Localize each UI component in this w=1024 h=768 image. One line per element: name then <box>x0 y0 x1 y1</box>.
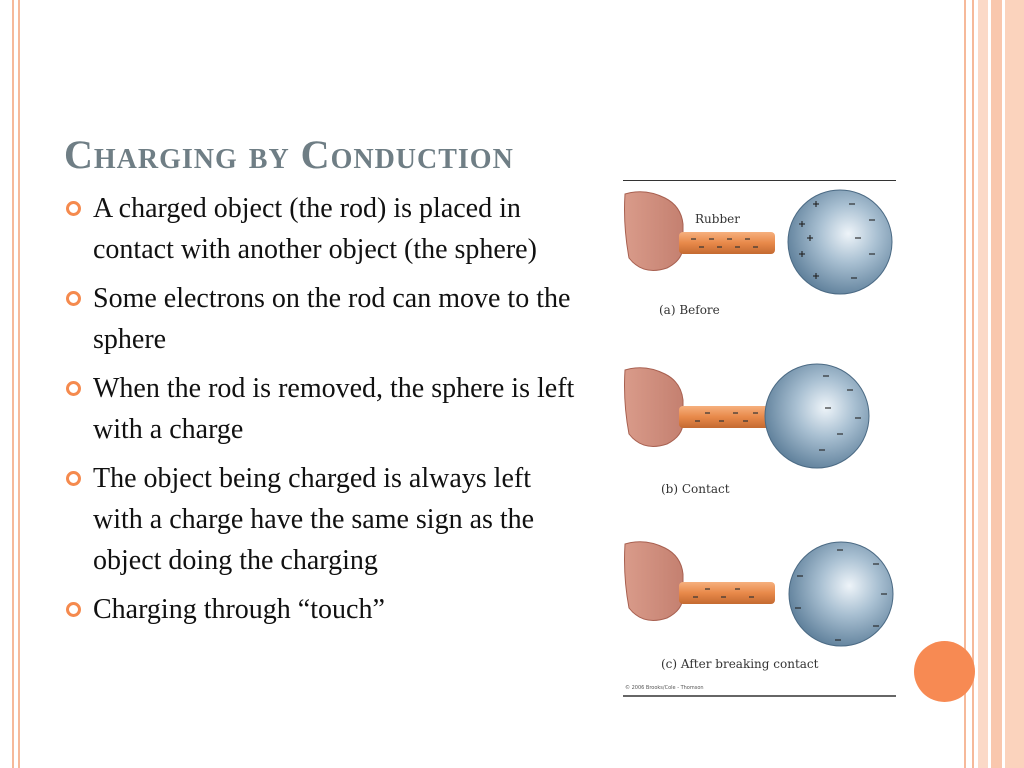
hand-icon <box>624 191 684 271</box>
rod-charges <box>693 588 754 598</box>
panel-before: Rubber (a) Before <box>624 189 893 317</box>
bullet-ring-icon <box>66 602 81 617</box>
hand-icon <box>624 367 684 447</box>
copyright-credit: © 2006 Brooks/Cole - Thomson <box>625 684 704 691</box>
right-decor-band <box>978 0 1024 768</box>
bullet-text: The object being charged is always left … <box>93 463 535 576</box>
bullet-item: When the rod is removed, the sphere is l… <box>64 368 584 450</box>
frame-line-left <box>12 0 14 768</box>
sphere-charges <box>795 549 887 641</box>
conduction-illustration: Rubber (a) Before <box>623 180 896 697</box>
panel-contact: (b) Contact <box>624 363 870 496</box>
bullet-text: Some electrons on the rod can move to th… <box>93 283 571 355</box>
bullet-item: Some electrons on the rod can move to th… <box>64 278 584 360</box>
bullet-item: The object being charged is always left … <box>64 458 584 581</box>
bullet-item: Charging through “touch” <box>64 589 584 630</box>
frame-line-right-2 <box>972 0 974 768</box>
bullet-ring-icon <box>66 471 81 486</box>
bullet-text: A charged object (the rod) is placed in … <box>93 193 537 265</box>
rod-charges <box>695 412 758 422</box>
rod-label: Rubber <box>695 212 740 226</box>
hand-icon <box>624 541 684 621</box>
bullet-item: A charged object (the rod) is placed in … <box>64 188 584 270</box>
frame-line-right-1 <box>964 0 966 768</box>
rubber-rod <box>679 582 775 604</box>
sphere <box>788 541 894 647</box>
bullet-text: Charging through “touch” <box>93 594 385 625</box>
bullet-ring-icon <box>66 291 81 306</box>
bullet-list: A charged object (the rod) is placed in … <box>64 188 584 638</box>
caption-contact: (b) Contact <box>661 482 730 496</box>
panel-after: (c) After breaking contact <box>624 541 894 671</box>
caption-after: (c) After breaking contact <box>661 657 819 671</box>
rod-charges <box>691 238 758 248</box>
sphere <box>764 363 870 469</box>
slide-title: Charging by Conduction <box>64 131 514 177</box>
caption-before: (a) Before <box>659 303 720 317</box>
decorative-circle <box>914 641 975 702</box>
bullet-ring-icon <box>66 201 81 216</box>
rubber-rod <box>679 232 775 254</box>
sphere <box>787 189 893 295</box>
rubber-rod <box>679 406 783 428</box>
frame-line-left-inner <box>18 0 20 768</box>
bullet-ring-icon <box>66 381 81 396</box>
sphere-charges <box>819 375 861 451</box>
bullet-text: When the rod is removed, the sphere is l… <box>93 373 575 445</box>
sphere-charges <box>799 201 875 279</box>
